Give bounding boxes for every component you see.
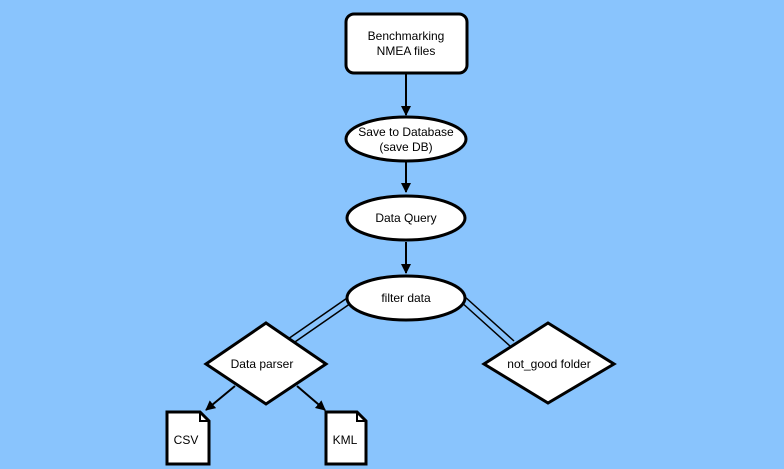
node-filter-data[interactable]: filter data [345,274,467,322]
edges [205,74,515,411]
edge-data-parser-to-csv [205,385,236,411]
node-label: Data Query [375,211,436,225]
node-label: Data parser [231,357,294,371]
edge-filter-data-to-not-good [459,295,515,347]
node-label: filter data [381,291,431,305]
edge-filter-data-to-data-parser [287,295,355,345]
node-kml-document[interactable]: KML [324,410,368,466]
node-save-to-database[interactable]: Save to Database (save DB) [344,115,468,163]
node-data-parser[interactable]: Data parser [203,321,329,406]
node-label: not_good folder [507,357,590,371]
node-label: CSV [174,433,199,447]
node-label-line-2: NMEA files [377,44,436,58]
edge-data-parser-to-kml [296,385,326,411]
node-csv-document[interactable]: CSV [165,410,211,466]
node-not-good-folder[interactable]: not_good folder [481,321,617,405]
node-label: KML [333,433,358,447]
node-label-line-2: (save DB) [379,140,432,154]
node-data-query[interactable]: Data Query [345,194,467,242]
node-label-line-1: Save to Database [358,125,454,139]
node-label-line-1: Benchmarking [368,29,445,43]
node-benchmarking-nmea-files[interactable]: Benchmarking NMEA files [344,12,469,75]
